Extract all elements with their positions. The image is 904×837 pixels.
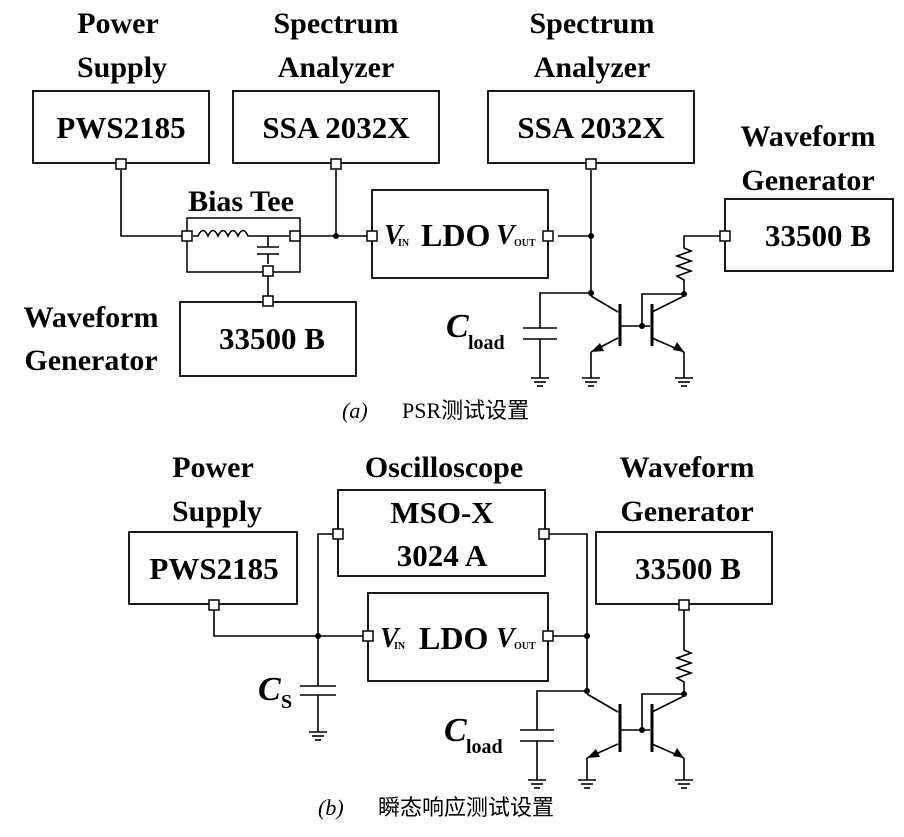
ldo-a-label: LDO	[421, 217, 490, 253]
resistor-a-icon	[674, 235, 720, 284]
caption-a-index: (a)	[342, 398, 368, 423]
ldo-a-vin-subscript: IN	[398, 238, 410, 249]
waveform-generator-b: Waveform Generator 33500 B	[595, 451, 773, 605]
part-a: Power Supply PWS2185 Spectrum Analyzer S…	[24, 7, 894, 423]
power-supply-b-box	[128, 531, 298, 605]
ldo-a-vout-subscript: OUT	[514, 238, 536, 249]
ldo-b-vout-symbol: V	[496, 623, 517, 654]
oscilloscope-box	[337, 489, 546, 577]
power-supply-a-label-line1: Power	[77, 7, 159, 40]
cs-subscript: S	[281, 691, 292, 713]
power-supply-b: Power Supply PWS2185	[128, 451, 298, 605]
waveform-generator-a-right-model: 33500 B	[765, 218, 871, 253]
power-supply-a-label-line2: Supply	[77, 51, 167, 84]
power-supply-a-box	[32, 90, 210, 164]
cload-b-symbol: C	[444, 712, 467, 749]
waveform-generator-b-label-line2: Generator	[620, 495, 753, 528]
waveform-generator-b-model: 33500 B	[635, 551, 741, 586]
ldo-b-vin-symbol: V	[380, 623, 401, 654]
cload-b-subscript: load	[466, 736, 503, 758]
ldo-b: V IN LDO V OUT	[367, 592, 549, 682]
waveform-generator-a-right-label-line1: Waveform	[741, 120, 876, 153]
spectrum-analyzer-a2-box	[487, 90, 695, 164]
oscilloscope-model-line1: MSO-X	[390, 495, 494, 530]
bias-tee: Bias Tee	[181, 185, 301, 277]
waveform-generator-a-right-label-line2: Generator	[741, 164, 874, 197]
waveform-generator-a-right: Waveform Generator 33500 B	[724, 120, 894, 272]
power-supply-b-label-line1: Power	[172, 451, 254, 484]
spectrum-analyzer-a1: Spectrum Analyzer SSA 2032X	[232, 7, 440, 164]
caption-b-text: 瞬态响应测试设置	[378, 795, 554, 820]
spectrum-analyzer-a1-label-line1: Spectrum	[274, 7, 399, 40]
waveform-generator-a-bottom-label-line2: Generator	[24, 344, 157, 377]
ldo-a-vout-symbol: V	[496, 220, 517, 251]
spectrum-analyzer-a2-label-line2: Analyzer	[534, 51, 651, 84]
oscilloscope: Oscilloscope MSO-X 3024 A	[337, 451, 546, 577]
ldo-a-vin-symbol: V	[384, 220, 405, 251]
ldo-b-vout-subscript: OUT	[514, 641, 536, 652]
waveform-generator-a-bottom-box	[179, 301, 357, 377]
wires-b	[208, 528, 694, 789]
ldo-b-box	[367, 592, 549, 682]
bias-tee-box	[186, 217, 301, 273]
power-supply-a: Power Supply PWS2185	[32, 7, 210, 164]
part-b: Power Supply PWS2185 Oscilloscope MSO-X …	[128, 451, 773, 820]
caption-a-text: PSR测试设置	[402, 398, 529, 423]
wires-a	[115, 158, 731, 387]
ldo-b-vin-subscript: IN	[394, 641, 406, 652]
power-supply-b-model: PWS2185	[149, 551, 278, 586]
waveform-generator-a-bottom-label-line1: Waveform	[24, 301, 159, 334]
waveform-generator-a-right-box	[724, 198, 894, 272]
waveform-generator-b-label-line1: Waveform	[620, 451, 755, 484]
cload-a-subscript: load	[468, 332, 505, 354]
spectrum-analyzer-a2-label-line1: Spectrum	[530, 7, 655, 40]
spectrum-analyzer-a2: Spectrum Analyzer SSA 2032X	[487, 7, 695, 164]
oscilloscope-label: Oscilloscope	[365, 451, 523, 484]
cload-a-symbol: C	[446, 308, 469, 345]
bias-tee-label: Bias Tee	[188, 185, 294, 218]
ldo-a: V IN LDO V OUT	[371, 189, 549, 279]
ldo-b-label: LDO	[419, 620, 488, 656]
power-supply-a-model: PWS2185	[56, 110, 185, 145]
waveform-generator-b-box	[595, 531, 773, 605]
resistor-b-icon	[674, 610, 694, 686]
oscilloscope-model-line2: 3024 A	[397, 538, 488, 573]
waveform-generator-a-bottom-model: 33500 B	[219, 321, 325, 356]
inductor-icon	[193, 229, 289, 238]
waveform-generator-a-bottom: Waveform Generator 33500 B	[24, 301, 357, 377]
caption-b-index: (b)	[318, 795, 344, 820]
power-supply-b-label-line2: Supply	[172, 495, 262, 528]
spectrum-analyzer-a1-box	[232, 90, 440, 164]
spectrum-analyzer-a2-model: SSA 2032X	[517, 110, 665, 145]
spectrum-analyzer-a1-label-line2: Analyzer	[278, 51, 395, 84]
spectrum-analyzer-a1-model: SSA 2032X	[262, 110, 410, 145]
cs-symbol: C	[258, 671, 281, 708]
